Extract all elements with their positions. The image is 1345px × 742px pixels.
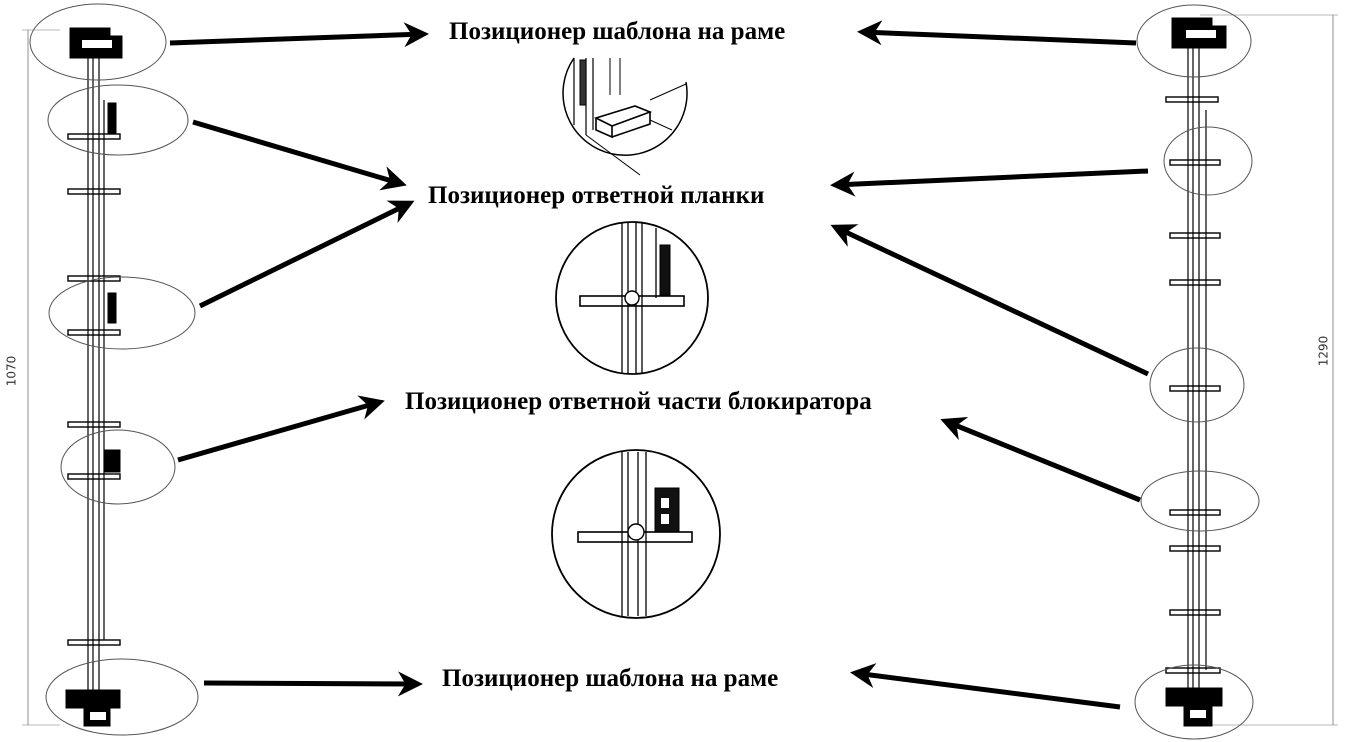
label-frame-template-positioner-bottom: Позиционер шаблона на раме [442,665,779,692]
left-profile [22,3,199,736]
dimension-left: 1070 [4,355,19,387]
arrow-right-striker-1 [830,168,1149,197]
dimension-right: 1290 [1316,335,1331,367]
arrow-right-striker-2 [830,224,1150,377]
arrow-left-top [169,22,429,48]
label-frame-template-positioner-top: Позиционер шаблона на раме [449,18,786,45]
detail-lock-positioner [551,449,721,619]
arrow-left-lock [177,395,385,463]
label-lock-counterpart-positioner: Позиционер ответной части блокиратора [405,388,872,415]
right-profile [1134,4,1338,740]
detail-frame-positioner [562,57,688,176]
arrow-left-striker-1 [192,119,407,191]
arrow-left-bottom [203,671,423,697]
arrow-right-top [857,20,1137,46]
arrow-right-lock [940,416,1141,503]
arrow-right-bottom [850,663,1121,710]
arrow-left-striker-2 [198,200,415,309]
arrows [169,20,1150,710]
detail-striker-positioner [555,221,709,375]
label-striker-plate-positioner: Позиционер ответной планки [428,182,765,209]
